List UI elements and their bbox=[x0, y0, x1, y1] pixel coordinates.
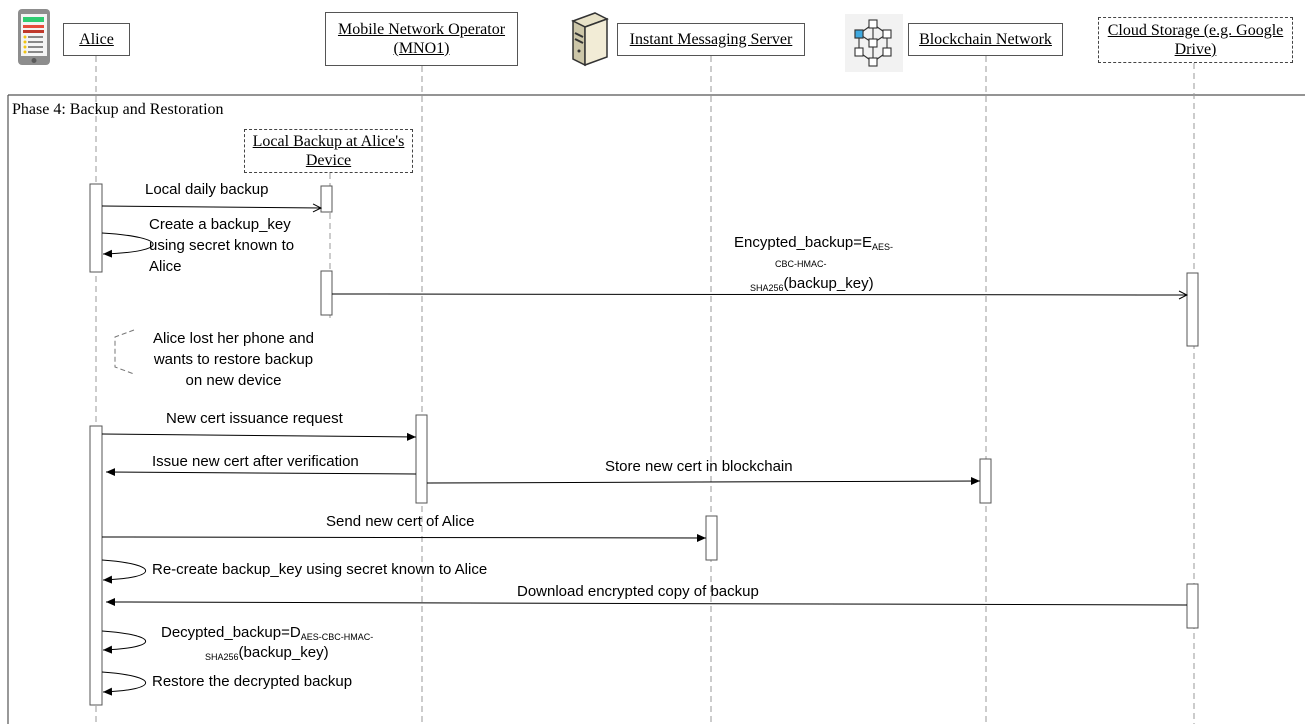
message-decrypted-backup: Decypted_backup=DAES-CBC-HMAC- bbox=[161, 624, 374, 642]
message-issue-new-cert: Issue new cert after verification bbox=[152, 453, 359, 470]
participant-blockchain[interactable]: Blockchain Network bbox=[908, 23, 1063, 56]
note-line: on new device bbox=[185, 372, 282, 389]
message-decrypted-backup-tail: SHA256(backup_key) bbox=[205, 644, 329, 662]
message-local-daily-backup: Local daily backup bbox=[145, 181, 269, 198]
participant-cloud-storage[interactable]: Cloud Storage (e.g. Google Drive) bbox=[1098, 17, 1293, 63]
blockchain-network-icon bbox=[845, 14, 903, 72]
participant-mno[interactable]: Mobile Network Operator (MNO1) bbox=[325, 12, 518, 66]
note-line: Alice lost her phone and bbox=[153, 330, 314, 347]
message-encrypted-backup: Encypted_backup=EAES- bbox=[734, 234, 894, 252]
note-lost-phone: Alice lost her phone and wants to restor… bbox=[153, 328, 314, 391]
message-create-backup-key: Create a backup_key using secret known t… bbox=[149, 216, 295, 275]
note-bracket bbox=[114, 329, 135, 375]
message-new-cert-request: New cert issuance request bbox=[166, 410, 343, 427]
phase-frame bbox=[7, 94, 1305, 724]
message-arrows bbox=[101, 206, 1187, 696]
note-line: wants to restore backup bbox=[153, 351, 314, 368]
message-download-backup: Download encrypted copy of backup bbox=[517, 583, 759, 600]
message-send-new-cert: Send new cert of Alice bbox=[326, 513, 475, 530]
message-recreate-backup-key: Re-create backup_key using secret known … bbox=[152, 561, 488, 578]
message-encrypted-backup-cont: CBC-HMAC- bbox=[775, 259, 827, 269]
activation-bars bbox=[89, 183, 1199, 706]
participant-alice[interactable]: Alice bbox=[63, 23, 130, 56]
participant-im-server[interactable]: Instant Messaging Server bbox=[617, 23, 805, 56]
phase-label: Phase 4: Backup and Restoration bbox=[12, 101, 224, 118]
message-encrypted-backup-tail: SHA256(backup_key) bbox=[750, 275, 874, 293]
server-icon bbox=[571, 12, 609, 67]
message-restore-backup: Restore the decrypted backup bbox=[152, 673, 353, 690]
participant-local-backup[interactable]: Local Backup at Alice's Device bbox=[244, 129, 413, 173]
mobile-phone-icon bbox=[18, 9, 50, 65]
message-store-cert-blockchain: Store new cert in blockchain bbox=[605, 458, 793, 475]
